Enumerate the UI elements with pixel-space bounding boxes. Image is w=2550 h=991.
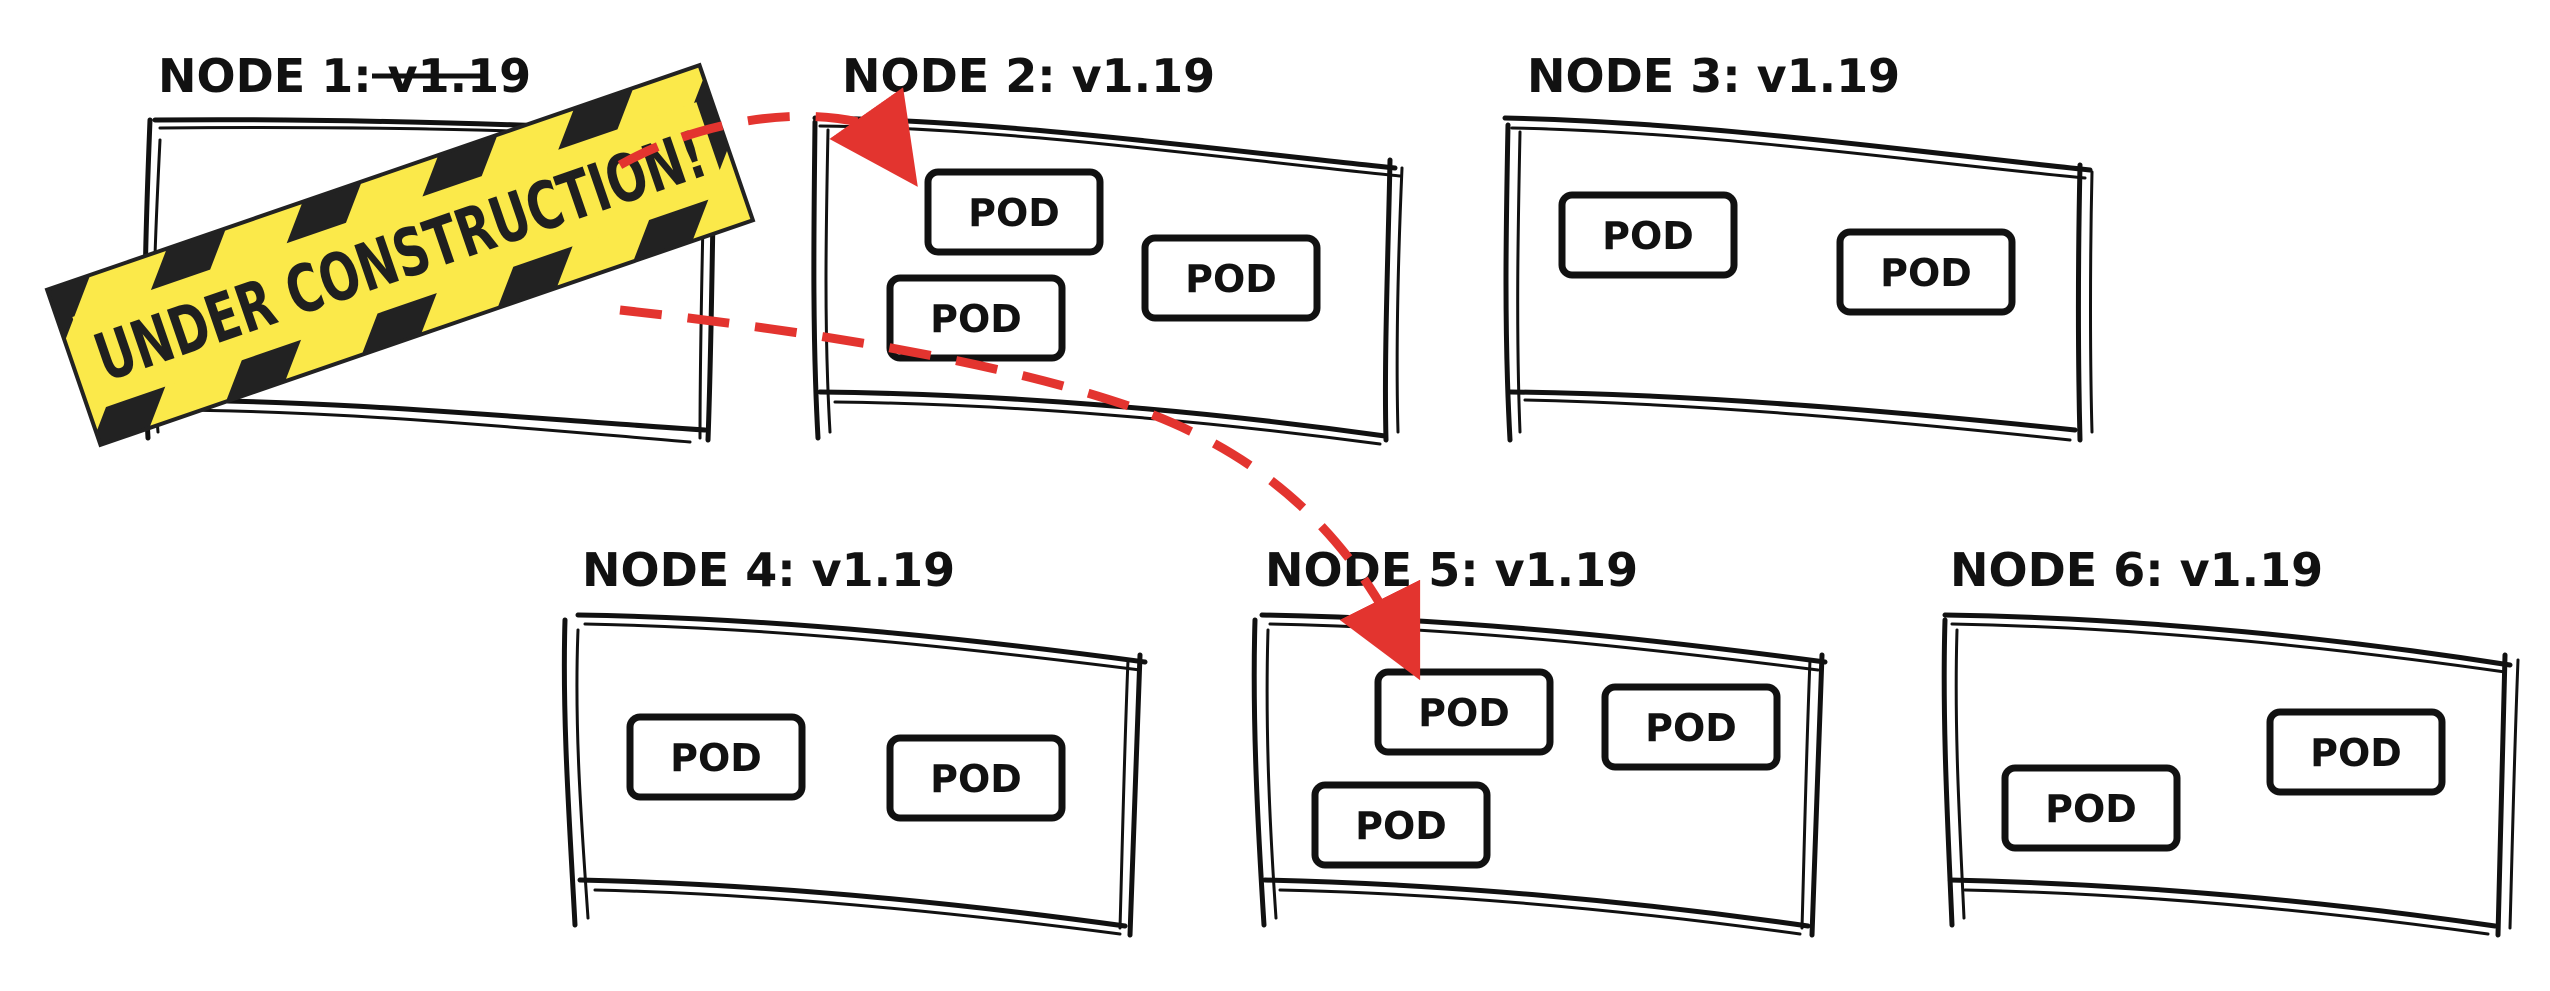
pod: POD xyxy=(1601,683,1781,771)
pod-label: POD xyxy=(968,191,1060,235)
pod-label: POD xyxy=(1602,214,1694,258)
pod: POD xyxy=(886,274,1066,362)
node-2-title: NODE 2: v1.19 xyxy=(842,49,1215,103)
node-6-title: NODE 6: v1.19 xyxy=(1950,543,2323,597)
pod: POD xyxy=(2001,764,2181,852)
pod: POD xyxy=(886,734,1066,822)
migration-arrow-to-node-2 xyxy=(617,87,918,187)
pod: POD xyxy=(626,713,806,801)
migration-arrows xyxy=(617,87,1421,681)
pod: POD xyxy=(2266,708,2446,796)
pod-label: POD xyxy=(2045,787,2137,831)
node-6-version: v1.19 xyxy=(2180,543,2323,597)
node-4-box xyxy=(561,612,1148,938)
pod-label: POD xyxy=(930,757,1022,801)
pod-label: POD xyxy=(1880,251,1972,295)
pod: POD xyxy=(1558,191,1738,279)
node-5: NODE 5: v1.19 POD POD POD xyxy=(1251,543,1828,938)
pod-label: POD xyxy=(1355,804,1447,848)
node-2: NODE 2: v1.19 POD POD POD xyxy=(811,49,1404,446)
pod-label: POD xyxy=(1645,706,1737,750)
node-3-title: NODE 3: v1.19 xyxy=(1527,49,1900,103)
pod: POD xyxy=(1141,234,1321,322)
node-2-version: v1.19 xyxy=(1072,49,1215,103)
migration-arrow-to-node-5 xyxy=(619,305,1421,681)
node-3-version: v1.19 xyxy=(1757,49,1900,103)
node-6-box xyxy=(1941,612,2520,938)
pod: POD xyxy=(1374,668,1554,756)
pod-label: POD xyxy=(930,297,1022,341)
pod-label: POD xyxy=(670,736,762,780)
node-5-version: v1.19 xyxy=(1495,543,1638,597)
pod-label: POD xyxy=(1418,691,1510,735)
node-3-box xyxy=(1502,115,2094,443)
node-3: NODE 3: v1.19 POD POD xyxy=(1502,49,2094,443)
pod: POD xyxy=(924,168,1104,256)
node-4-version: v1.19 xyxy=(812,543,955,597)
node-6: NODE 6: v1.19 POD POD xyxy=(1941,543,2520,938)
pod-label: POD xyxy=(2310,731,2402,775)
pod-label: POD xyxy=(1185,257,1277,301)
node-4: NODE 4: v1.19 POD POD xyxy=(561,543,1148,938)
node-5-title: NODE 5: v1.19 xyxy=(1265,543,1638,597)
pod: POD xyxy=(1836,228,2016,316)
node-4-title: NODE 4: v1.19 xyxy=(582,543,955,597)
node-5-box xyxy=(1251,612,1828,938)
pod: POD xyxy=(1311,781,1491,869)
node-2-box xyxy=(811,115,1404,446)
